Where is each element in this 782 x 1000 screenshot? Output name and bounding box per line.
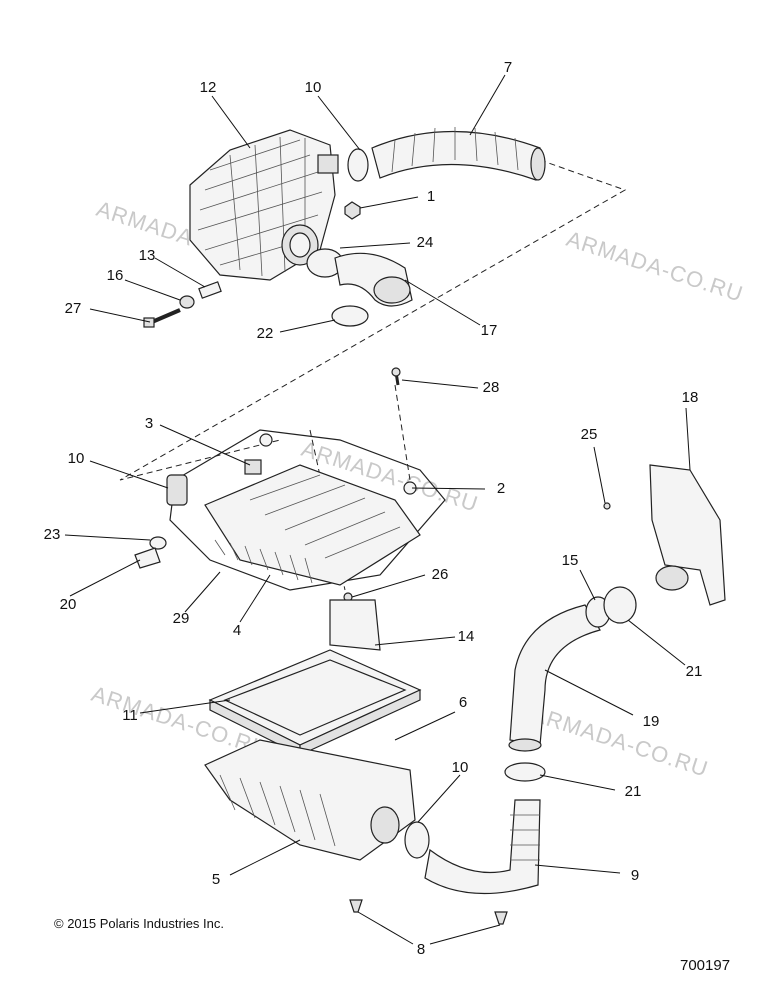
callout-14: 14 (458, 628, 475, 645)
clamp-part-21-lower (504, 762, 546, 782)
clamp-part-10-upper (347, 148, 369, 182)
clamp-part-10-mid (166, 474, 188, 506)
snorkel-part-18 (649, 464, 726, 606)
callout-labels: 12 10 7 1 24 13 16 27 22 17 28 3 10 2 23… (44, 59, 703, 958)
callout-3: 3 (145, 415, 153, 432)
copyright-notice: © 2015 Polaris Industries Inc. (54, 916, 224, 931)
callout-24: 24 (417, 234, 434, 251)
intake-hose-part-19 (508, 604, 601, 752)
callout-5: 5 (212, 871, 220, 888)
leader-lines (64, 74, 691, 945)
grommet-part-3 (244, 433, 273, 475)
callout-18: 18 (682, 389, 699, 406)
air-filter-part-11 (208, 649, 422, 756)
callout-10-lower: 10 (452, 759, 469, 776)
bolt-part-27 (143, 308, 181, 328)
callout-4: 4 (233, 622, 241, 639)
washer-part-16 (179, 295, 195, 309)
screw-part-28 (391, 367, 401, 386)
watermark-2: ARMADA-CO.RU (563, 226, 746, 307)
drain-valve-part-20 (134, 547, 161, 569)
callout-13: 13 (139, 247, 156, 264)
callout-25: 25 (581, 426, 598, 443)
screw-part-25 (603, 502, 611, 510)
callout-29: 29 (173, 610, 190, 627)
callout-8: 8 (417, 941, 425, 958)
callout-10-mid: 10 (68, 450, 85, 467)
callout-16: 16 (107, 267, 124, 284)
document-number: 700197 (680, 957, 731, 974)
watermark-5: ARMADA-CO.RU (528, 701, 711, 782)
callout-20: 20 (60, 596, 77, 613)
clamp-part-23 (149, 536, 167, 550)
callout-11: 11 (122, 707, 138, 724)
callout-17: 17 (481, 322, 498, 339)
callout-21-upper: 21 (686, 663, 703, 680)
callout-1: 1 (427, 188, 435, 205)
airbox-housing-part-12 (189, 129, 339, 281)
airbox-cover-part-4 (204, 464, 421, 586)
callout-22: 22 (257, 325, 274, 342)
callout-23: 23 (44, 526, 61, 543)
callout-7: 7 (504, 59, 512, 76)
callout-12: 12 (200, 79, 217, 96)
clamp-part-10-lower (404, 821, 430, 859)
callout-19: 19 (643, 713, 660, 730)
callout-26: 26 (432, 566, 449, 583)
bracket-part-14 (329, 599, 381, 651)
callout-15: 15 (562, 552, 579, 569)
callout-27: 27 (65, 300, 82, 317)
clamp-part-21-upper (603, 586, 637, 624)
clip-part-8-left (349, 899, 363, 913)
lower-hose-part-9 (424, 799, 541, 895)
clip-part-8-right (494, 911, 508, 925)
grommet-part-13 (198, 281, 222, 299)
callout-2: 2 (497, 480, 505, 497)
callout-21-lower: 21 (625, 783, 642, 800)
clamp-part-22 (331, 305, 369, 327)
nut-part-1 (344, 201, 361, 220)
intake-duct-part-7 (371, 127, 546, 181)
elbow-hose-part-17 (334, 252, 413, 307)
callout-10-upper: 10 (305, 79, 322, 96)
callout-28: 28 (483, 379, 500, 396)
callout-9: 9 (631, 867, 639, 884)
callout-6: 6 (459, 694, 467, 711)
lower-airbox-part-5 (204, 739, 416, 861)
